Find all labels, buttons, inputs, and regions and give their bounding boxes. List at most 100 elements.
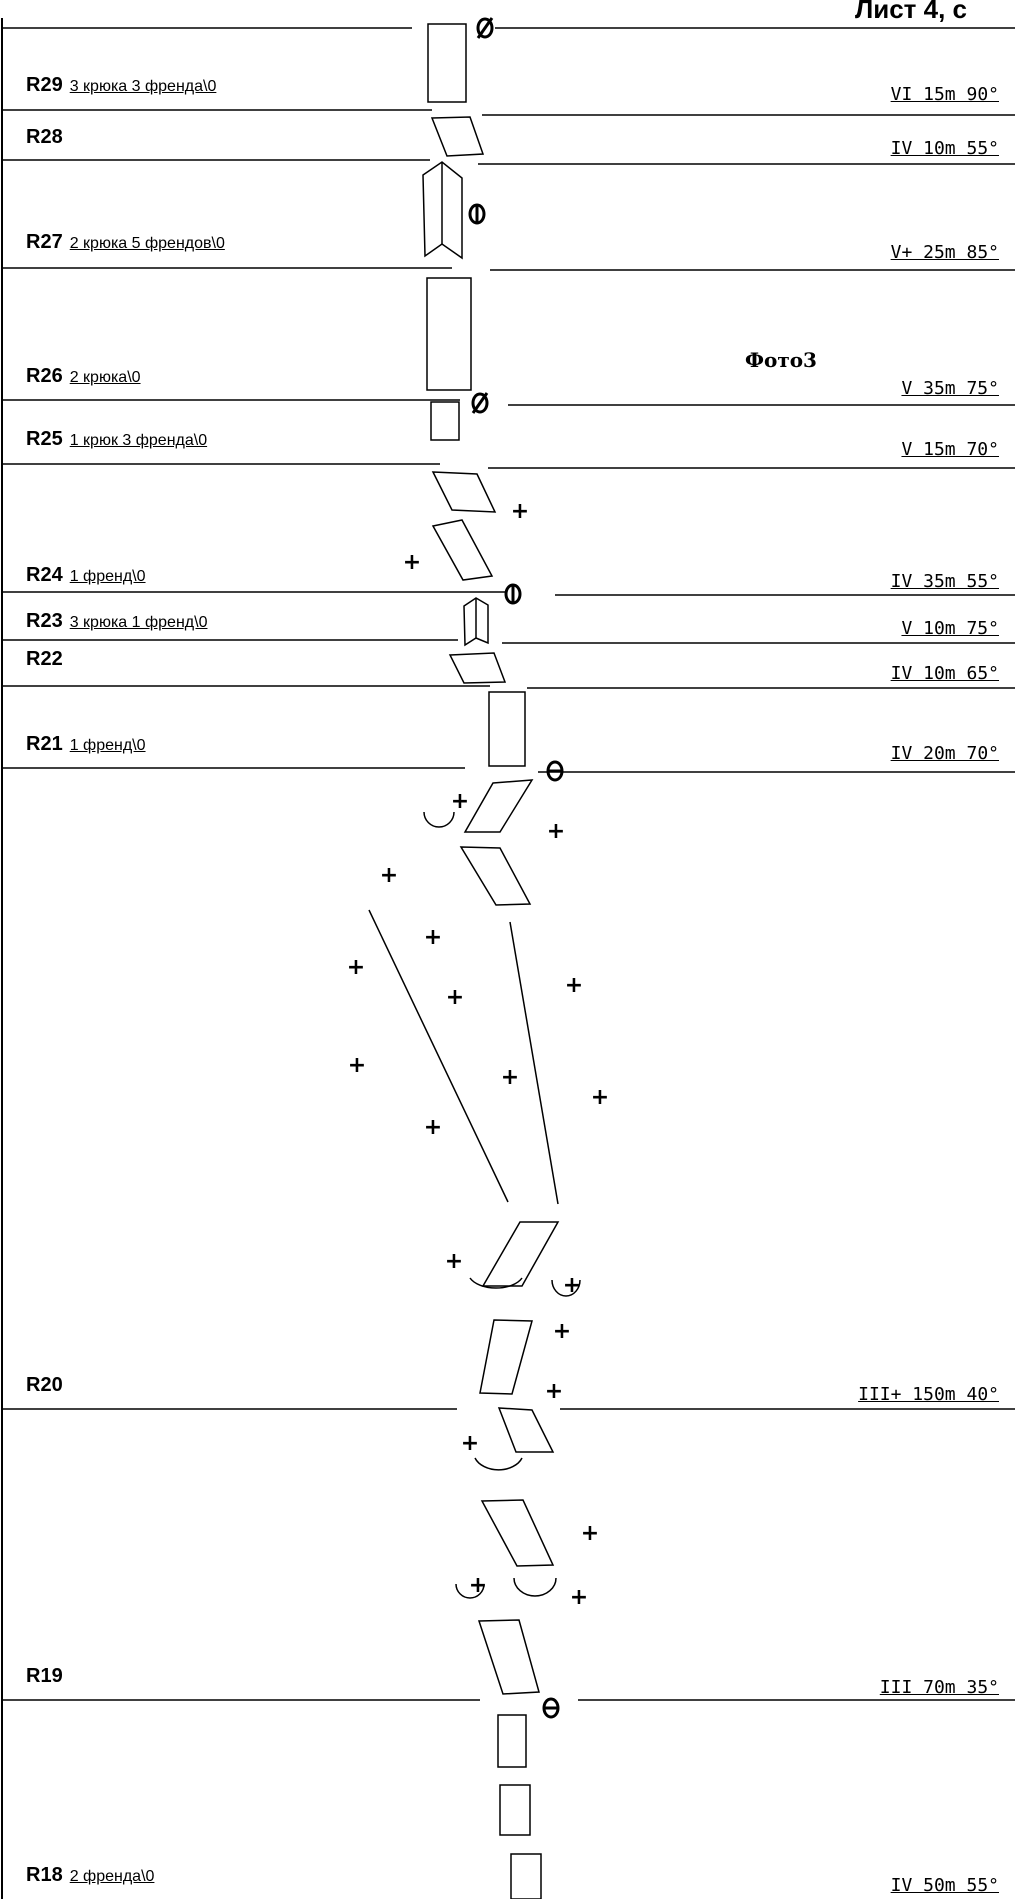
belay-symbol-icon [468, 203, 486, 225]
pitch-label-r27: R27 2 крюка 5 френдов\0 [26, 231, 225, 254]
pitch-id: R25 [26, 428, 63, 450]
pitch-label-r20: R20 [26, 1374, 63, 1397]
wall-feature [497, 1714, 527, 1768]
pitch-label-r18: R18 2 френда\0 [26, 1864, 154, 1887]
pitch-label-r21: R21 1 френд\0 [26, 733, 146, 756]
pitch-id: R22 [26, 648, 63, 670]
svg-text:+: + [424, 925, 442, 950]
pitch-grade-r28: IV 10m 55° [890, 138, 999, 159]
wall-feature [510, 1853, 542, 1899]
slab-feature [477, 1619, 540, 1695]
overhang-arc [474, 1457, 523, 1471]
pitch-label-r23: R23 3 крюка 1 френд\0 [26, 610, 207, 633]
pitch-grade-r25: V 15m 70° [901, 439, 999, 460]
svg-text:+: + [446, 985, 464, 1010]
pitch-grade-r23: V 10m 75° [901, 618, 999, 639]
svg-text:+: + [451, 789, 469, 814]
slab-feature [431, 519, 494, 581]
pitch-grade-r18: IV 50m 55° [890, 1875, 999, 1896]
svg-text:+: + [591, 1085, 609, 1110]
svg-text:+: + [347, 955, 365, 980]
slab-feature [431, 471, 497, 513]
pitch-id: R27 [26, 231, 63, 253]
pitch-grade-r27: V+ 25m 85° [890, 242, 999, 263]
pitch-gear: 3 крюка 1 френд\0 [69, 614, 208, 631]
route-features [368, 23, 581, 1899]
pitch-label-r26: R26 2 крюка\0 [26, 365, 141, 388]
belay-symbol-icon [546, 760, 564, 782]
slab-feature [497, 1407, 555, 1453]
svg-text:+: + [501, 1065, 519, 1090]
belay-symbol-icon [504, 583, 522, 605]
svg-text:+: + [469, 1573, 487, 1598]
belay-symbol-icon [542, 1697, 560, 1719]
pitch-grade-r29: VI 15m 90° [890, 84, 999, 105]
svg-text:+: + [511, 499, 529, 524]
belay-lines [2, 27, 1015, 1701]
pitch-gear: 1 френд\0 [69, 737, 146, 754]
svg-text:+: + [581, 1521, 599, 1546]
slab-feature [463, 779, 534, 833]
pitch-id: R19 [26, 1665, 63, 1687]
wall-feature [427, 23, 467, 103]
pitch-gear: 1 френд\0 [69, 568, 146, 585]
pitch-id: R21 [26, 733, 63, 755]
pitch-label-r25: R25 1 крюк 3 френда\0 [26, 428, 207, 451]
pitch-id: R23 [26, 610, 63, 632]
overhang-arc [423, 811, 455, 828]
wall-feature [426, 277, 472, 391]
pitch-id: R28 [26, 126, 63, 148]
pitch-id: R24 [26, 564, 63, 586]
wall-feature [488, 691, 526, 767]
pitch-grade-r22: IV 10m 65° [890, 663, 999, 684]
slab-feature [430, 116, 485, 157]
svg-text:+: + [380, 863, 398, 888]
slab-feature [479, 1319, 533, 1395]
pitch-grade-r26: V 35m 75° [901, 378, 999, 399]
slab-feature [459, 846, 532, 906]
svg-text:+: + [445, 1249, 463, 1274]
pitch-label-r28: R28 [26, 126, 63, 149]
pitch-label-r24: R24 1 френд\0 [26, 564, 146, 587]
overhang-arc [469, 1277, 523, 1289]
pitch-grade-r20: III+ 150m 40° [858, 1384, 999, 1405]
pitch-grade-r24: IV 35m 55° [890, 571, 999, 592]
pitch-gear: 2 крюка\0 [69, 369, 141, 386]
svg-text:+: + [424, 1115, 442, 1140]
svg-text:+: + [570, 1585, 588, 1610]
overhang-arc [551, 1279, 581, 1297]
grass-marks: + + + + + + + + + + + + + + + + + + + + … [347, 499, 609, 1610]
svg-text:+: + [563, 1273, 581, 1298]
pitch-gear: 1 крюк 3 френда\0 [69, 432, 208, 449]
overhang-arc [513, 1577, 557, 1597]
slab-feature [448, 652, 507, 684]
svg-text:+: + [461, 1431, 479, 1456]
pitch-gear: 2 френда\0 [69, 1868, 155, 1885]
pitch-gear: 2 крюка 5 френдов\0 [69, 235, 225, 252]
pitch-id: R20 [26, 1374, 63, 1396]
svg-text:+: + [553, 1319, 571, 1344]
slab-feature [480, 1499, 555, 1567]
pitch-gear: 3 крюка 3 френда\0 [69, 78, 217, 95]
pitch-id: R29 [26, 74, 63, 96]
belay-symbol-icon [471, 392, 489, 414]
svg-text:+: + [403, 550, 421, 575]
pitch-label-r22: R22 [26, 648, 63, 671]
belay-symbol-icon [476, 17, 494, 39]
svg-text:+: + [565, 973, 583, 998]
pitch-label-r29: R29 3 крюка 3 френда\0 [26, 74, 216, 97]
pitch-id: R26 [26, 365, 63, 387]
belay-symbols [468, 17, 564, 1719]
photo-label: Фото3 [745, 348, 817, 372]
pitch-label-r19: R19 [26, 1665, 63, 1688]
pitch-grade-r21: IV 20m 70° [890, 743, 999, 764]
svg-text:+: + [547, 819, 565, 844]
slab-feature [481, 1221, 560, 1287]
pitch-grade-r19: III 70m 35° [879, 1677, 999, 1698]
wall-feature [499, 1784, 531, 1836]
svg-text:+: + [545, 1379, 563, 1404]
sheet-title: Лист 4, с [855, 0, 968, 24]
overhang-arc [455, 1583, 485, 1599]
pitch-id: R18 [26, 1864, 63, 1886]
